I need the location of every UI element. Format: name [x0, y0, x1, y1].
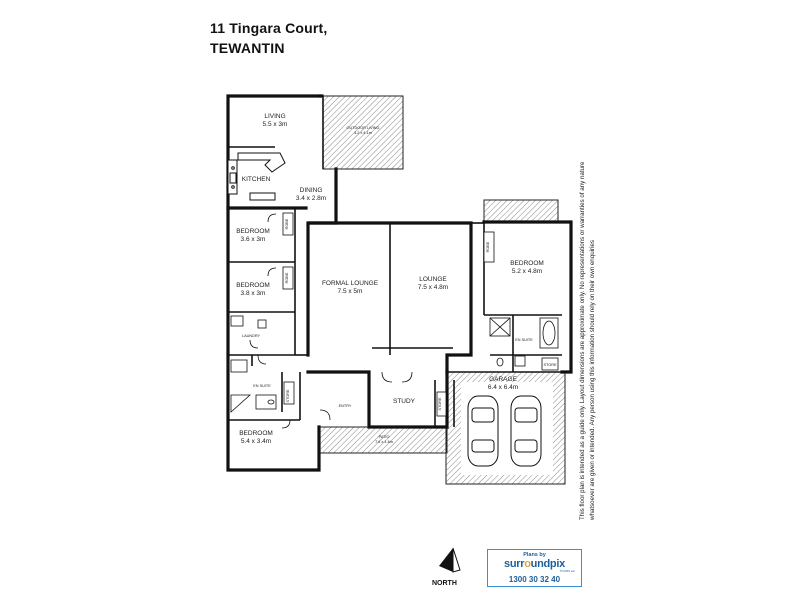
room-name-patio: PATIO: [379, 435, 390, 439]
room-name-dining: DINING: [300, 187, 323, 194]
bathroom-fixtures: [230, 315, 559, 413]
room-name-store-left: STORE: [286, 389, 290, 402]
disclaimer-block: This floor plan is intended as a guide o…: [579, 161, 596, 521]
north-label: NORTH: [432, 580, 457, 587]
room-name-formal-lounge: FORMAL LOUNGE: [322, 280, 379, 287]
room-dims-patio: 7.6 x 1.6m: [375, 440, 393, 444]
address-line-2: TEWANTIN: [210, 40, 285, 56]
logo-brand: surroundpix: [488, 558, 581, 570]
room-dims-living: 5.5 x 3m: [263, 121, 288, 128]
room-dims-bedroom-2: 3.6 x 3m: [241, 236, 266, 243]
balcony-area: [483, 199, 559, 223]
room-name-living: LIVING: [264, 113, 285, 120]
room-name-ensuite-right: EN SUITE: [515, 338, 533, 342]
room-name-store-right: STORE: [543, 363, 556, 367]
kitchen-bench: [227, 152, 286, 201]
room-name-store-garage: STORE: [438, 397, 442, 410]
logo-sub: TOURS etc: [559, 569, 575, 573]
robes: [282, 212, 559, 417]
north-arrow-icon: [439, 547, 461, 573]
outdoor-living-area: [322, 95, 404, 170]
logo-brand-end: undpix: [530, 558, 566, 570]
room-dims-dining: 3.4 x 2.8m: [296, 195, 326, 202]
room-name-kitchen: KITCHEN: [242, 176, 271, 183]
room-name-garage: GARAGE: [489, 376, 517, 383]
robe-label-3: ROBE: [486, 241, 490, 252]
garage-cars: [467, 395, 542, 467]
room-dims-outdoor-living: 4.2 x 4.1m: [354, 131, 372, 135]
room-name-outdoor-living: OUTDOOR LIVING: [347, 126, 380, 130]
room-name-entry: ENTRY: [339, 404, 352, 408]
logo-plans-by: Plans by: [523, 552, 546, 558]
room-name-bedroom-4: BEDROOM: [239, 430, 273, 437]
logo-brand-accent: o: [524, 558, 531, 570]
disclaimer-line-2: whatsoever are given or intended. Any pe…: [589, 240, 596, 521]
sliding-doors: [307, 170, 391, 340]
room-dims-main-bedroom: 5.2 x 4.8m: [512, 268, 542, 275]
room-dims-bedroom-3: 3.8 x 3m: [241, 290, 266, 297]
room-name-main-bedroom: BEDROOM: [510, 260, 544, 267]
room-dims-bedroom-4: 5.4 x 3.4m: [241, 438, 271, 445]
logo-phone: 1300 30 32 40: [508, 575, 561, 584]
room-name-ensuite-left: EN SUITE: [253, 384, 271, 388]
room-dims-garage: 6.4 x 6.4m: [488, 384, 518, 391]
surroundpix-logo: Plans by surroundpix TOURS etc 1300 30 3…: [487, 549, 582, 587]
door-swings: [249, 213, 413, 429]
room-name-lounge: LOUNGE: [419, 276, 447, 283]
address-line-1: 11 Tingara Court,: [210, 20, 328, 36]
logo-brand-start: surr: [504, 558, 525, 570]
room-name-laundry: LAUNDRY: [242, 334, 261, 338]
room-name-bedroom-2: BEDROOM: [236, 228, 270, 235]
property-address: 11 Tingara Court, TEWANTIN: [210, 18, 328, 58]
disclaimer-line-1: This floor plan is intended as a guide o…: [579, 161, 586, 520]
room-dims-lounge: 7.5 x 4.8m: [418, 284, 448, 291]
room-name-bedroom-3: BEDROOM: [236, 282, 270, 289]
room-dims-formal-lounge: 7.5 x 5m: [338, 288, 363, 295]
robe-label-1: ROBE: [285, 218, 289, 229]
robe-label-2: ROBE: [285, 272, 289, 283]
room-name-study: STUDY: [393, 398, 416, 405]
